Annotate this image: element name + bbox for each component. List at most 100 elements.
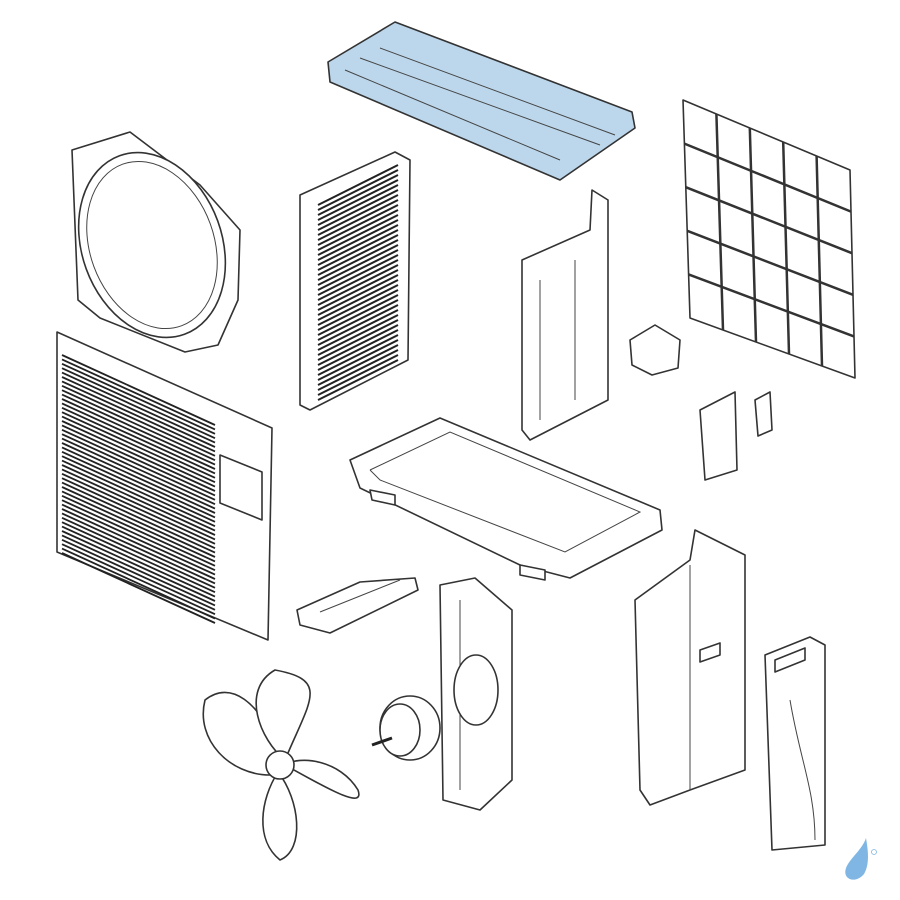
grille-line	[688, 273, 855, 338]
grille-line	[317, 359, 399, 401]
grille-line	[61, 354, 216, 426]
grille-line	[317, 194, 399, 236]
grille-line	[685, 186, 853, 255]
grille-line	[317, 209, 399, 251]
grille-line	[61, 503, 216, 576]
grille-line	[317, 164, 399, 206]
electrical-box[interactable]	[629, 324, 738, 481]
grille-line	[61, 464, 216, 536]
grille-line	[317, 174, 399, 216]
motor-bracket[interactable]	[439, 577, 513, 811]
brand-logo	[845, 838, 877, 880]
grille-line	[61, 367, 216, 440]
grille-line	[61, 376, 216, 448]
grille-line	[61, 442, 216, 514]
grille-line	[317, 249, 399, 291]
grille-line	[317, 274, 399, 316]
grille-line	[61, 450, 216, 523]
grille-line	[317, 299, 399, 341]
grille-line	[317, 269, 399, 311]
grille-line	[61, 481, 216, 554]
grille-line	[748, 127, 758, 343]
grille-line	[61, 468, 216, 541]
terminal-bracket[interactable]	[754, 391, 773, 437]
rear-mesh-guard[interactable]	[682, 99, 856, 379]
grille-line	[317, 329, 399, 371]
grille-line	[61, 486, 216, 558]
grille-line	[61, 477, 216, 550]
grille-line	[317, 244, 399, 286]
grille-line	[317, 224, 399, 266]
side-panel[interactable]	[634, 529, 746, 806]
fan-shroud[interactable]	[54, 131, 251, 358]
grille-line	[61, 530, 216, 602]
grille-line	[317, 344, 399, 386]
grille-line	[61, 543, 216, 616]
grille-line	[61, 446, 216, 519]
grille-line	[61, 406, 216, 479]
grille-line	[317, 179, 399, 221]
grille-line	[317, 239, 399, 281]
grille-line	[61, 358, 216, 431]
fan-blade[interactable]	[202, 669, 360, 861]
grille-line	[61, 362, 216, 435]
grille-line	[61, 472, 216, 545]
grille-line	[61, 521, 216, 594]
grille-line	[61, 389, 216, 462]
grille-line	[317, 264, 399, 306]
grille-line	[61, 508, 216, 580]
grille-line	[61, 494, 216, 567]
grille-line	[317, 354, 399, 396]
grille-line	[61, 402, 216, 475]
grille-line	[61, 490, 216, 563]
grille-line	[317, 284, 399, 326]
grille-line	[61, 424, 216, 497]
grille-line	[317, 349, 399, 391]
grille-line	[317, 229, 399, 271]
base-pan[interactable]	[349, 417, 663, 581]
grille-line	[61, 380, 216, 453]
condenser-guard[interactable]	[299, 151, 411, 411]
grille-line	[61, 552, 216, 624]
grille-line	[317, 184, 399, 226]
control-board[interactable]	[296, 577, 419, 634]
grille-line	[317, 169, 399, 211]
grille-line	[61, 499, 216, 572]
grille-line	[686, 229, 854, 296]
grille-line	[61, 512, 216, 585]
grille-line	[317, 219, 399, 261]
grille-line	[317, 319, 399, 361]
fan-motor[interactable]	[371, 695, 441, 761]
grille-line	[317, 324, 399, 366]
grille-line	[683, 142, 852, 213]
grille-line	[61, 455, 216, 528]
grille-line	[317, 199, 399, 241]
grille-line	[317, 279, 399, 321]
grille-line	[317, 304, 399, 346]
grille-line	[317, 289, 399, 331]
grille-line	[61, 420, 216, 492]
grille-line	[61, 525, 216, 598]
grille-line	[61, 459, 216, 532]
grille-line	[715, 113, 725, 331]
grille-line	[317, 314, 399, 356]
grille-line	[61, 538, 216, 611]
grille-line	[317, 339, 399, 381]
grille-line	[61, 428, 216, 501]
grille-line	[317, 309, 399, 351]
front-grille-panel[interactable]	[56, 331, 273, 641]
grille-line	[317, 334, 399, 376]
partition-plate[interactable]	[521, 189, 609, 441]
grille-line	[61, 534, 216, 607]
grille-line	[61, 384, 216, 457]
grille-line	[317, 294, 399, 336]
grille-line	[61, 415, 216, 488]
grille-line	[317, 254, 399, 296]
grille-line	[317, 204, 399, 246]
grille-line	[61, 547, 216, 620]
service-cover[interactable]	[764, 636, 826, 851]
grille-line	[317, 189, 399, 231]
top-panel[interactable]	[327, 21, 636, 181]
grille-line	[61, 393, 216, 466]
